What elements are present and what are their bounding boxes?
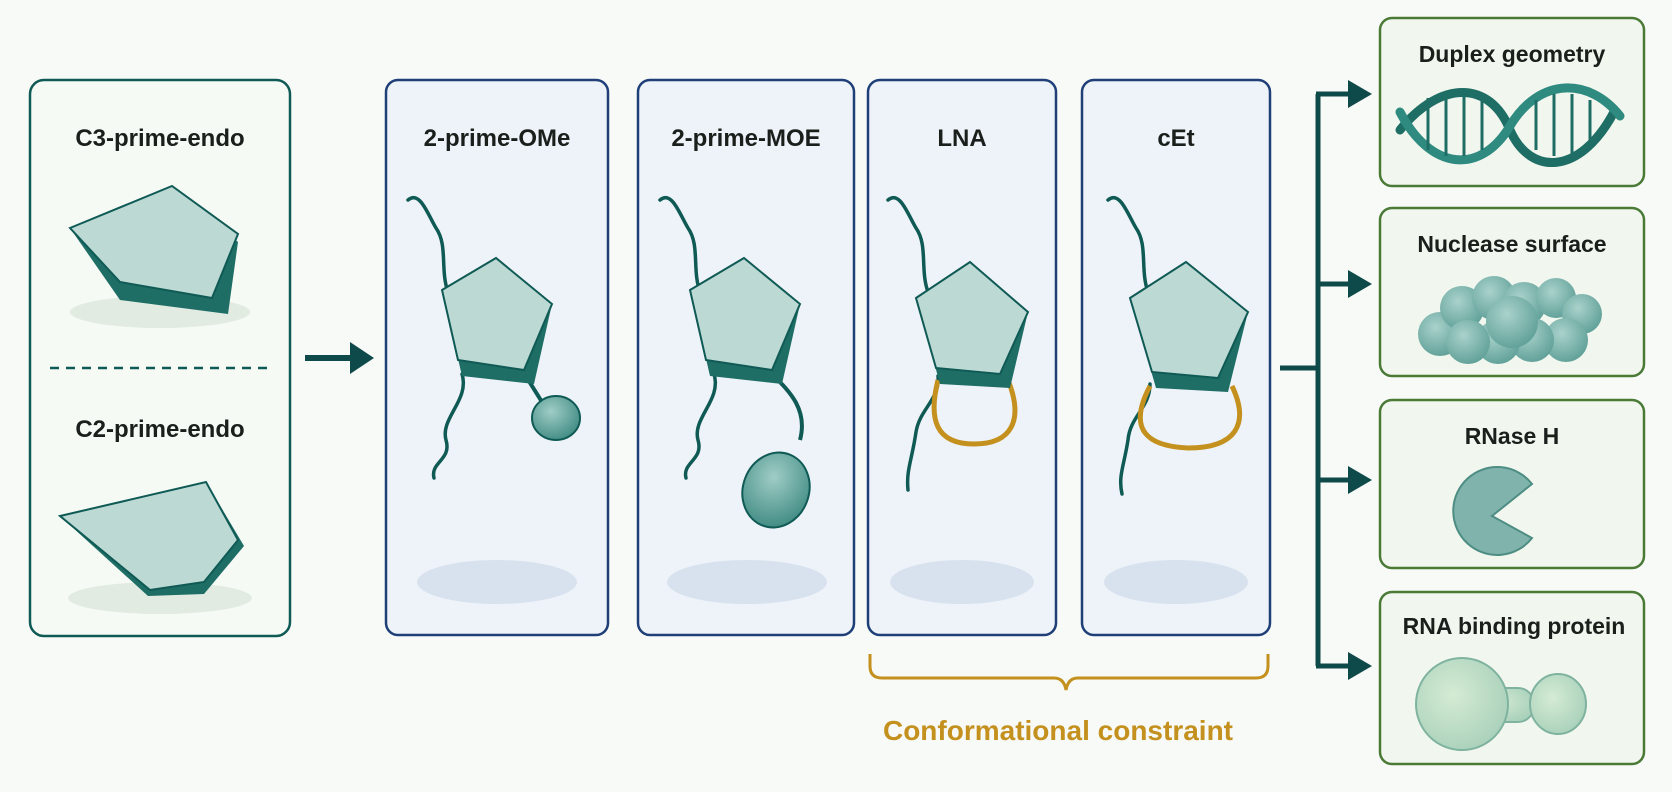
outcome-label-nuclease: Nuclease surface <box>1417 231 1606 257</box>
outcome-duplex-geometry: Duplex geometry <box>1378 16 1646 188</box>
c2-endo-sugar-icon <box>57 480 252 614</box>
mod-label-2-moe: 2-prime-MOE <box>671 125 820 152</box>
pucker-to-mods-arrow <box>305 342 374 374</box>
outcome-label-rbp: RNA binding protein <box>1403 613 1626 639</box>
mod-panel-2-moe: 2-prime-MOE <box>636 78 856 637</box>
mod-label-lna: LNA <box>937 125 986 152</box>
constraint-brace: Conformational constraint <box>868 654 1270 746</box>
binding-protein-icon <box>1415 657 1587 751</box>
cet-nucleotide-icon <box>1104 196 1250 604</box>
mod-label-2-ome: 2-prime-OMe <box>424 125 571 152</box>
outcome-nuclease-surface: Nuclease surface <box>1378 206 1646 378</box>
outcome-rna-binding-protein: RNA binding protein <box>1378 590 1646 766</box>
lna-nucleotide-icon <box>886 196 1034 604</box>
mod-label-cet: cEt <box>1157 125 1194 152</box>
c3-endo-sugar-icon <box>68 184 250 328</box>
2-moe-nucleotide-icon <box>658 196 827 604</box>
c3-endo-label: C3-prime-endo <box>75 125 244 152</box>
lna-bridge <box>931 379 1018 447</box>
constraint-label: Conformational constraint <box>883 715 1233 746</box>
dna-helix-icon <box>1395 83 1625 167</box>
outcome-branch-arrows <box>1280 80 1372 680</box>
mod-panel-lna: LNA <box>866 78 1058 637</box>
outcome-label-rnase-h: RNase H <box>1465 423 1560 449</box>
mod-panel-cet: cEt <box>1080 78 1272 637</box>
2-ome-nucleotide-icon <box>406 196 581 604</box>
outcome-rnase-h: RNase H <box>1378 398 1646 570</box>
c2-endo-label: C2-prime-endo <box>75 416 244 443</box>
nuclease-blob-icon <box>1418 276 1602 364</box>
cet-bridge <box>1137 384 1243 451</box>
pucker-panel: C3-prime-endo C2-prime-endo <box>28 78 292 638</box>
rnase-h-pacman-icon <box>1452 466 1534 556</box>
outcome-label-duplex: Duplex geometry <box>1419 41 1606 67</box>
mod-panel-2-ome: 2-prime-OMe <box>384 78 610 637</box>
